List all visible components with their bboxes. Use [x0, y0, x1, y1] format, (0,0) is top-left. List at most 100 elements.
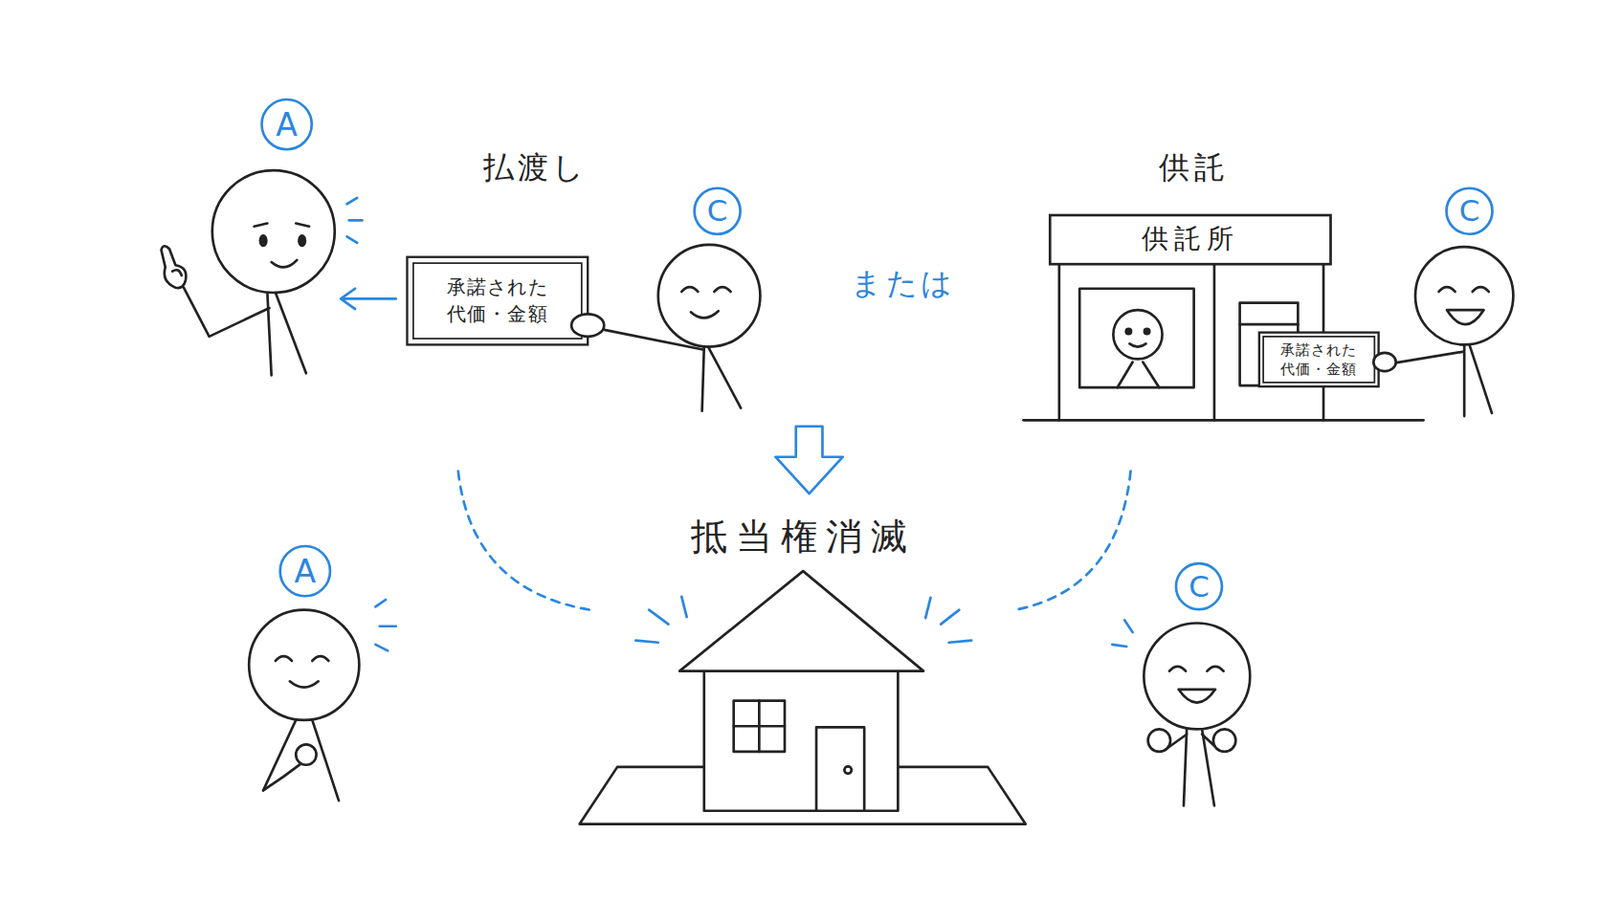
person-hand: [295, 744, 316, 765]
person-eye: [1439, 287, 1456, 292]
person-body: [266, 292, 271, 376]
person-body: [702, 347, 705, 412]
document-text: 承諾された 代価・金額: [1266, 340, 1371, 379]
badge-circle: [694, 188, 741, 235]
building-wall: [1058, 265, 1062, 421]
pointing-hand: [160, 245, 186, 289]
person-head: [1415, 246, 1513, 345]
badge-letter: A: [294, 555, 317, 588]
clerk-head: [1112, 310, 1162, 359]
person-arm: [1394, 352, 1463, 364]
person-eyebrow: [295, 223, 310, 227]
house-window: [733, 701, 785, 753]
person-letter-badge: C: [692, 186, 742, 236]
door-knob: [844, 766, 851, 774]
person-smile: [271, 260, 298, 268]
node-texts: 供託所: [1141, 222, 1240, 258]
badge-letter: C: [707, 196, 729, 226]
building-wall: [1213, 265, 1217, 421]
badge-circle: [280, 546, 331, 597]
action-label: 供託: [1158, 147, 1229, 190]
badge-circle: [1446, 188, 1493, 235]
person-body: [1183, 729, 1187, 806]
person-arm: [183, 288, 270, 337]
node-texts: A: [275, 109, 298, 141]
action-label: 払渡し: [483, 147, 589, 190]
person-head: [1143, 623, 1250, 731]
badge-letter: C: [1188, 572, 1210, 602]
node-texts: C: [1188, 572, 1210, 602]
person-eye: [713, 287, 731, 292]
person-eyebrow: [254, 223, 268, 227]
sparkle-lines: [925, 598, 972, 644]
holding-hand: [1373, 353, 1396, 372]
person-arm: [263, 763, 303, 792]
holding-hand: [571, 313, 604, 336]
person-head: [248, 610, 359, 721]
person-body: [708, 347, 741, 409]
badge-letter: A: [275, 109, 298, 141]
person-body: [311, 720, 339, 801]
person-arm: [601, 329, 705, 350]
sign-frame: [1049, 215, 1331, 265]
person-eye: [311, 656, 329, 662]
badge-circle: [262, 99, 312, 150]
document-inner-frame: [413, 263, 582, 339]
handover-arrow: [340, 288, 397, 310]
document-inner-frame: [1263, 336, 1375, 383]
person-mouth: [1178, 689, 1216, 704]
node-texts: C: [1459, 196, 1481, 226]
person-eye: [1206, 666, 1223, 672]
person-body: [1469, 344, 1492, 413]
node-texts: A: [294, 555, 317, 588]
house-wall: [704, 671, 899, 812]
person-letter-badge: A: [260, 97, 313, 151]
dashed-curve: [1015, 471, 1131, 611]
document-outer-frame: [1259, 333, 1379, 388]
person-eye: [681, 287, 698, 292]
document-card: 承諾された 代価・金額: [405, 256, 589, 347]
person-eye: [1472, 287, 1489, 292]
person-letter-badge: C: [1444, 186, 1494, 236]
person-mouth: [1446, 310, 1484, 325]
house-roof: [679, 571, 924, 672]
person-eye: [1169, 666, 1186, 672]
sparkle-lines: [635, 597, 687, 644]
sparkle-lines: [1111, 620, 1133, 647]
person-smile: [289, 681, 319, 688]
document-card-outline: [1258, 332, 1380, 389]
person-fist: [1148, 729, 1171, 752]
badge-circle: [1176, 563, 1223, 610]
result-heading: 抵当権消滅: [690, 512, 916, 563]
building-window: [1079, 288, 1194, 388]
badge-letter: C: [1459, 196, 1481, 226]
node-texts: C: [707, 196, 729, 226]
node-texts: 承諾された 代価・金額: [417, 274, 578, 328]
down-arrow: [775, 426, 843, 494]
connector-word: または: [850, 263, 956, 306]
document-card: 承諾された 代価・金額: [1258, 332, 1380, 389]
mailbox-slot: [1240, 323, 1299, 327]
office-sign: 供託所: [1048, 214, 1332, 266]
sparkle-lines: [375, 600, 396, 651]
dashed-curve: [458, 471, 591, 611]
person-body: [275, 292, 307, 374]
person-smile: [690, 311, 719, 318]
person-head: [658, 244, 761, 348]
person-head: [212, 170, 335, 293]
clerk-body: [1117, 362, 1160, 389]
person-fist: [1213, 729, 1236, 752]
house-window-frame: [733, 701, 785, 753]
document-card-outline: [405, 256, 589, 347]
person-letter-badge: C: [1174, 562, 1223, 612]
clerk-eye: [1144, 329, 1150, 334]
ground-line: [1023, 419, 1424, 423]
person-eye: [260, 235, 267, 246]
person-eye: [275, 656, 292, 662]
node-texts: 承諾された 代価・金額: [1266, 340, 1371, 379]
person-eye: [298, 235, 305, 246]
